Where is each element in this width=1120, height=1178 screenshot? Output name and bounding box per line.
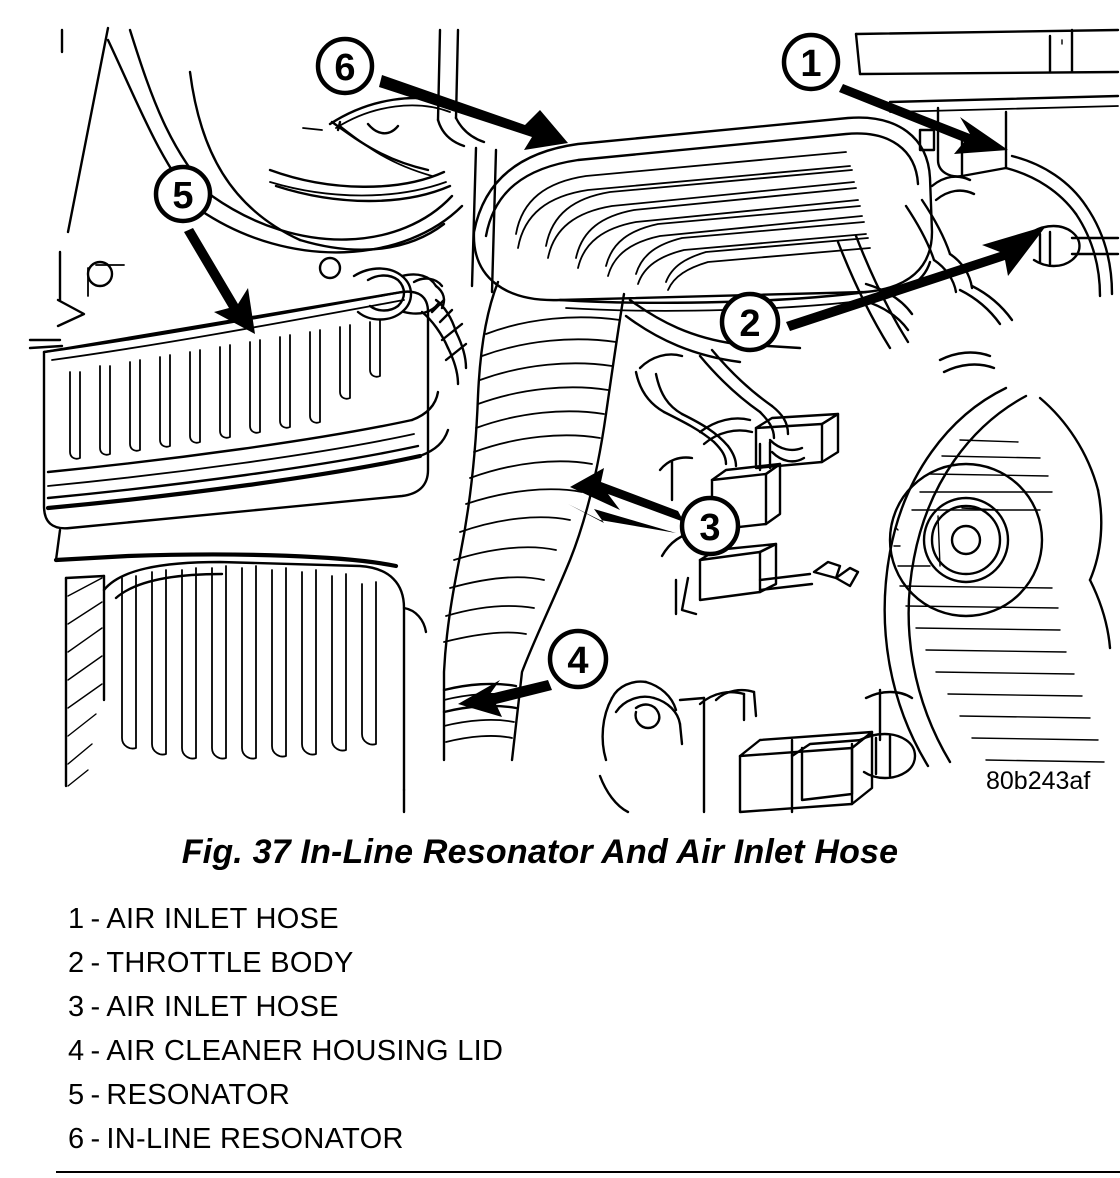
- callout-6-ring: [315, 36, 375, 96]
- callout-2: 2: [719, 226, 1046, 353]
- callout-5: 5: [153, 164, 255, 334]
- callout-3: 3: [568, 468, 741, 557]
- hood-hinge-group: [918, 106, 1114, 298]
- resonator-body: [42, 290, 450, 562]
- callout-4-ring: [547, 628, 609, 690]
- accessory-pulley: [883, 386, 1112, 768]
- legend-label-3: AIR INLET HOSE: [106, 991, 339, 1023]
- center-strut: [436, 28, 498, 294]
- legend-number-5: 5: [68, 1079, 85, 1111]
- callout-1-number: 1: [800, 43, 821, 85]
- callout-4-number: 4: [567, 640, 588, 682]
- legend-item-5: 5-RESONATOR: [68, 1073, 968, 1117]
- figure-title: Fig. 37 In-Line Resonator And Air Inlet …: [181, 833, 899, 871]
- callout-4-arrow: [458, 680, 552, 717]
- legend-number-4: 4: [68, 1035, 85, 1067]
- legend-item-3: 3-AIR INLET HOSE: [68, 985, 968, 1029]
- figure-legend-list: 1-AIR INLET HOSE 2-THROTTLE BODY 3-AIR I…: [68, 897, 968, 1161]
- legend-item-6: 6-IN-LINE RESONATOR: [68, 1117, 968, 1161]
- callout-3-ring: [679, 495, 741, 557]
- legend-item-1: 1-AIR INLET HOSE: [68, 897, 968, 941]
- legend-label-1: AIR INLET HOSE: [106, 903, 339, 935]
- callout-1-ring: [781, 32, 841, 92]
- callout-6-arrow: [379, 75, 568, 150]
- legend-label-2: THROTTLE BODY: [106, 947, 354, 979]
- legend-label-5: RESONATOR: [106, 1079, 291, 1111]
- callout-2-number: 2: [739, 303, 760, 345]
- engine-diagram-illustration: 6 1 5 2: [28, 26, 1120, 814]
- cowl-contours: [268, 120, 452, 203]
- callout-1: 1: [781, 32, 1008, 154]
- bracket-module-group: [698, 412, 917, 814]
- air-inlet-hose-bellows: [442, 280, 626, 762]
- legend-item-4: 4-AIR CLEANER HOUSING LID: [68, 1029, 968, 1073]
- upper-right-panel: [854, 28, 1120, 113]
- callout-5-ring: [153, 164, 213, 224]
- callout-5-arrow: [184, 228, 255, 334]
- legend-separator-1: -: [90, 903, 101, 935]
- legend-separator-6: -: [90, 1123, 101, 1155]
- left-trim-edge: [56, 250, 125, 328]
- callout-4: 4: [458, 628, 609, 717]
- callout-3-arrow-second: [568, 504, 676, 533]
- legend-label-6: IN-LINE RESONATOR: [106, 1123, 404, 1155]
- wiper-linkage: [86, 256, 468, 386]
- fender-panel-group: [60, 26, 464, 254]
- callout-3-number: 3: [699, 507, 720, 549]
- callout-6: 6: [315, 36, 568, 150]
- figure-code: 80b243af: [986, 767, 1090, 795]
- callout-1-arrow: [839, 84, 1008, 154]
- legend-number-6: 6: [68, 1123, 85, 1155]
- legend-number-2: 2: [68, 947, 85, 979]
- legend-separator-2: -: [90, 947, 101, 979]
- legend-number-3: 3: [68, 991, 85, 1023]
- legend-separator-4: -: [90, 1035, 101, 1067]
- legend-number-1: 1: [68, 903, 85, 935]
- legend-label-4: AIR CLEANER HOUSING LID: [106, 1035, 504, 1067]
- page-bottom-rule: [56, 1171, 1120, 1173]
- callout-5-number: 5: [172, 175, 193, 217]
- floor-lines: [28, 338, 64, 350]
- legend-separator-3: -: [90, 991, 101, 1023]
- throttle-cables: [836, 175, 1120, 374]
- legend-item-2: 2-THROTTLE BODY: [68, 941, 968, 985]
- callout-3-arrow: [570, 468, 684, 522]
- air-cleaner-housing-lower: [53, 552, 428, 814]
- callout-6-number: 6: [334, 47, 355, 89]
- inline-resonator-cover: [472, 116, 934, 312]
- legend-separator-5: -: [90, 1079, 101, 1111]
- callout-2-arrow: [786, 226, 1046, 331]
- callout-2-ring: [719, 291, 781, 353]
